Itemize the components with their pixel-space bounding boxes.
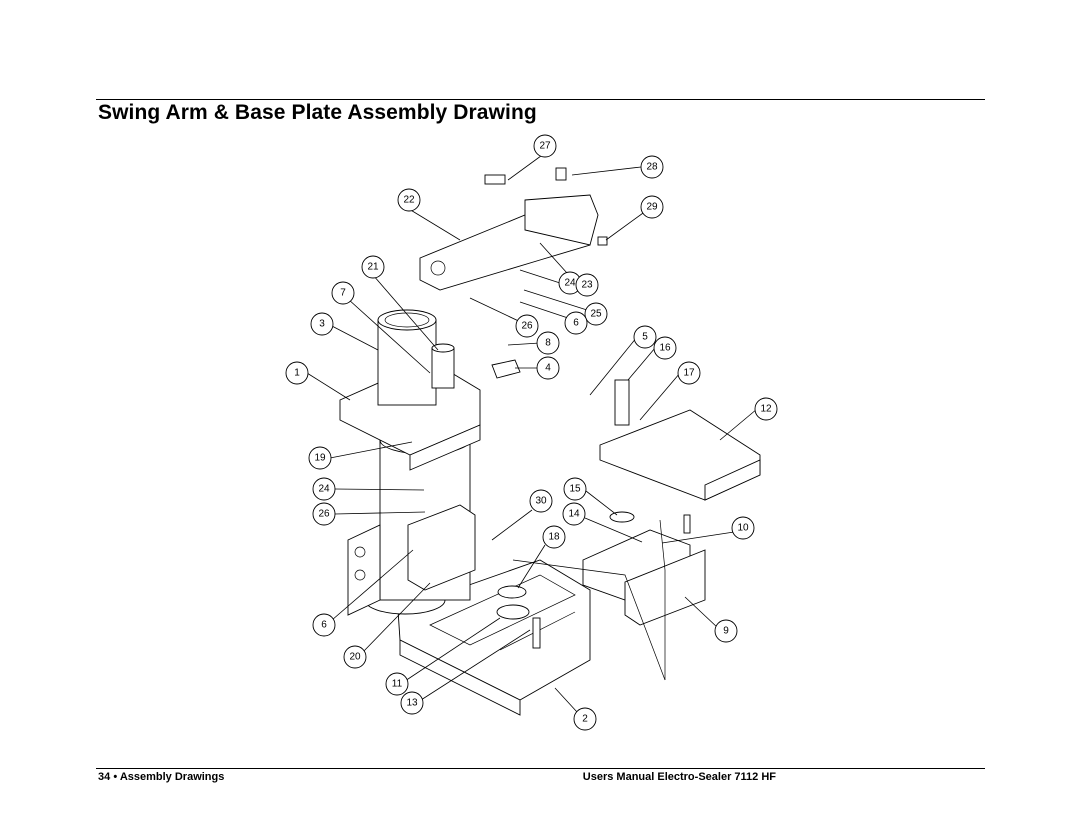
callout-30: 30	[529, 489, 553, 513]
svg-text:1: 1	[294, 368, 300, 379]
callout-12: 12	[754, 397, 778, 421]
svg-text:6: 6	[573, 318, 579, 329]
callout-11: 11	[385, 672, 409, 696]
svg-text:4: 4	[545, 363, 551, 374]
svg-text:15: 15	[569, 484, 581, 495]
footer-bullet: •	[113, 771, 118, 783]
svg-text:23: 23	[581, 280, 593, 291]
page-number: 34	[98, 771, 111, 783]
callout-2: 2	[573, 707, 597, 731]
svg-text:18: 18	[548, 532, 560, 543]
callout-24-top: 24	[558, 271, 582, 295]
callout-28: 28	[640, 155, 664, 179]
svg-text:10: 10	[737, 523, 749, 534]
callout-3: 3	[310, 312, 334, 336]
svg-text:19: 19	[314, 453, 326, 464]
svg-text:26: 26	[521, 321, 533, 332]
header-rule	[96, 99, 985, 100]
svg-text:20: 20	[349, 652, 361, 663]
footer-section: Assembly Drawings	[119, 771, 225, 783]
svg-text:3: 3	[319, 319, 325, 330]
callout-20: 20	[343, 645, 367, 669]
callout-6-bottom: 6	[312, 613, 336, 637]
callout-9: 9	[714, 619, 738, 643]
callout-14: 14	[562, 502, 586, 526]
callout-15: 15	[563, 477, 587, 501]
callout-5: 5	[633, 325, 657, 349]
callout-7: 7	[331, 281, 355, 305]
svg-text:28: 28	[646, 162, 658, 173]
svg-text:13: 13	[406, 698, 418, 709]
svg-text:8: 8	[545, 338, 551, 349]
callout-13: 13	[400, 691, 424, 715]
svg-text:11: 11	[392, 679, 403, 690]
svg-text:24: 24	[318, 484, 330, 495]
callout-22: 22	[397, 188, 421, 212]
page-title: Swing Arm & Base Plate Assembly Drawing	[98, 101, 537, 124]
svg-text:27: 27	[539, 141, 551, 152]
svg-text:7: 7	[340, 288, 346, 299]
callout-8: 8	[536, 331, 560, 355]
callout-26-top: 26	[515, 314, 539, 338]
callout-4: 4	[536, 356, 560, 380]
svg-text:25: 25	[590, 309, 602, 320]
callout-29: 29	[640, 195, 664, 219]
callout-19: 19	[308, 446, 332, 470]
callout-21: 21	[361, 255, 385, 279]
svg-text:5: 5	[642, 332, 648, 343]
part-geometry	[339, 167, 761, 716]
svg-text:30: 30	[535, 496, 547, 507]
footer-rule	[96, 768, 985, 769]
callout-6-top: 6	[564, 311, 588, 335]
callout-27: 27	[533, 134, 557, 158]
svg-text:17: 17	[683, 368, 695, 379]
callout-24-mid: 24	[312, 477, 336, 501]
callout-26-mid: 26	[312, 502, 336, 526]
callouts: 27 28 22 29 21 24 23 7 25 3 26 6 8 5 16 …	[285, 134, 778, 731]
svg-text:21: 21	[367, 262, 379, 273]
svg-text:22: 22	[403, 195, 415, 206]
svg-text:6: 6	[321, 620, 327, 631]
callout-1: 1	[285, 361, 309, 385]
callout-18: 18	[542, 525, 566, 549]
callout-23: 23	[575, 273, 599, 297]
callout-16: 16	[653, 336, 677, 360]
svg-text:24: 24	[564, 278, 576, 289]
svg-text:26: 26	[318, 509, 330, 520]
svg-text:2: 2	[582, 714, 588, 725]
svg-text:29: 29	[646, 202, 658, 213]
footer-manual-title: Users Manual Electro-Sealer 7112 HF	[582, 771, 776, 783]
svg-text:14: 14	[568, 509, 580, 520]
svg-text:12: 12	[760, 404, 772, 415]
callout-17: 17	[677, 361, 701, 385]
footer-left: 34 • Assembly Drawings	[98, 771, 224, 783]
callout-10: 10	[731, 516, 755, 540]
svg-text:16: 16	[659, 343, 671, 354]
callout-25: 25	[584, 302, 608, 326]
svg-text:9: 9	[723, 626, 729, 637]
